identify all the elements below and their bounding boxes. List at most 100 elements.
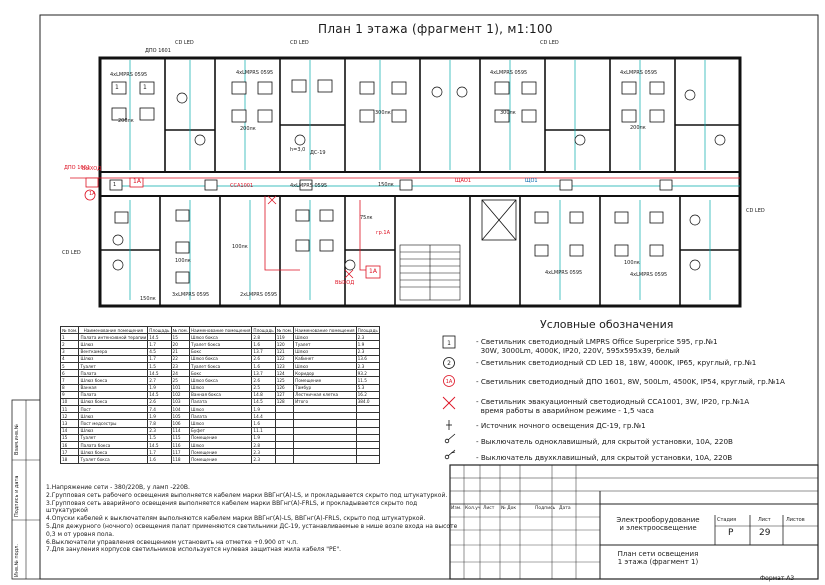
fixture-label: 4хLMPRS 0595 bbox=[110, 72, 148, 78]
lux-label: 75лк bbox=[360, 215, 373, 221]
note-line: 2.Групповая сеть рабочего освещения выпо… bbox=[46, 491, 448, 499]
table-cell: Шлюз бокса bbox=[78, 376, 149, 385]
note-line: 4.Опуски кабелей к выключателям выполняю… bbox=[46, 515, 426, 523]
table-cell: Шлюз бокса bbox=[189, 376, 253, 385]
table-cell: 24 bbox=[170, 369, 191, 378]
table-cell: 13 bbox=[59, 419, 80, 428]
table-cell: 14.5 bbox=[147, 390, 172, 399]
table-cell: 93.2 bbox=[355, 369, 380, 378]
table-cell bbox=[355, 448, 380, 457]
table-cell: Пост bbox=[78, 405, 149, 414]
legend-text: - Светильник эвакуационный светодиодный … bbox=[476, 397, 750, 415]
table-cell: Шлюз bbox=[78, 340, 149, 349]
fixture-label: 2хLMPRS 0595 bbox=[240, 292, 278, 298]
fixture-label: CD LED bbox=[746, 208, 765, 214]
stamp-sheet-number: 29 bbox=[759, 528, 771, 538]
table-cell bbox=[293, 405, 357, 414]
table-cell bbox=[274, 433, 295, 443]
table-cell: 16.2 bbox=[355, 390, 380, 399]
table-cell: Ванная bbox=[78, 383, 149, 392]
fixture-label: CD LED bbox=[540, 40, 559, 46]
fixture-label: 4хLMPRS 0595 bbox=[490, 70, 528, 76]
table-cell: 2.3 bbox=[251, 448, 276, 457]
table-cell: Помещение bbox=[189, 433, 253, 443]
table-cell: 123 bbox=[274, 361, 295, 371]
stamp-format: Формат А3 bbox=[760, 575, 795, 582]
table-cell: 4 bbox=[59, 354, 80, 363]
table-cell bbox=[355, 433, 380, 443]
table-header: Площадь bbox=[251, 325, 276, 335]
table-cell: 17 bbox=[59, 448, 80, 457]
table-cell bbox=[355, 419, 380, 428]
fixture-label: 4хLMPRS 0595 bbox=[545, 270, 583, 276]
table-cell: 25 bbox=[170, 376, 191, 385]
lux-label: 300лк bbox=[375, 110, 391, 116]
table-cell: 127 bbox=[274, 390, 295, 399]
table-cell: Шлюз бокса bbox=[78, 448, 149, 457]
stamp-project: Электрооборудование и электроосвещение bbox=[616, 516, 700, 532]
table-cell: 14.5 bbox=[147, 369, 172, 378]
group-label: 1А bbox=[89, 191, 96, 197]
table-cell: Пост медсестры bbox=[78, 419, 149, 428]
table-cell: 117 bbox=[170, 448, 191, 457]
table-cell: 102 bbox=[170, 390, 191, 399]
fixture-label: 4хLMPRS 0595 bbox=[236, 70, 274, 76]
lux-label: 100лк bbox=[624, 260, 640, 266]
fixture-label: 3хLMPRS 0595 bbox=[172, 292, 210, 298]
table-header: Площадь bbox=[355, 325, 380, 335]
table-cell: 12 bbox=[59, 412, 80, 421]
table-cell: 8 bbox=[59, 383, 80, 392]
table-cell: Кабинет bbox=[293, 354, 357, 363]
table-cell: Палата интенсивной терапии bbox=[78, 333, 149, 342]
table-cell: Шлюз бокса bbox=[78, 397, 149, 407]
table-cell: 118 bbox=[170, 455, 191, 464]
stamp-header-cell: Кол.уч bbox=[465, 506, 481, 511]
table-cell bbox=[274, 440, 295, 450]
legend-text: - Источник ночного освещения ДС-19, гр.№… bbox=[476, 421, 646, 430]
table-cell: Шлюз bbox=[293, 347, 357, 356]
table-cell: 115 bbox=[170, 433, 191, 443]
table-cell: 101 bbox=[170, 383, 191, 392]
table-cell: Бокс bbox=[189, 369, 253, 378]
table-cell: 1.5 bbox=[147, 433, 172, 443]
table-cell: Шлюз bbox=[293, 333, 357, 342]
lux-label: 100лк bbox=[232, 244, 248, 250]
table-cell: 116 bbox=[170, 440, 191, 450]
table-cell: 3 bbox=[59, 347, 80, 356]
general-notes: 1.Напряжение сети - 380/220В, у ламп -22… bbox=[46, 484, 457, 554]
stamp-stage: Р bbox=[728, 528, 734, 538]
group-label: 1А bbox=[133, 178, 141, 185]
table-cell: 22 bbox=[170, 354, 191, 363]
fixture-label: ДС-19 bbox=[310, 150, 326, 156]
table-cell bbox=[274, 426, 295, 435]
table-cell: 11.5 bbox=[355, 376, 380, 385]
table-cell: 1.9 bbox=[147, 383, 172, 392]
table-cell: Шлюз бокса bbox=[189, 333, 253, 342]
table-cell: 1.9 bbox=[147, 412, 172, 421]
stamp-sheet-title: План сети освещения 1 этажа (фрагмент 1) bbox=[617, 550, 699, 566]
table-cell: 2.3 bbox=[355, 333, 380, 342]
table-cell: 1.7 bbox=[147, 448, 172, 457]
side-label: Взам.инв.№ bbox=[14, 424, 20, 455]
table-cell: 1 bbox=[59, 333, 80, 342]
table-cell: Туалет bbox=[293, 340, 357, 349]
table-cell: 106 bbox=[170, 419, 191, 428]
table-cell: 14.5 bbox=[147, 333, 172, 342]
table-cell bbox=[274, 448, 295, 457]
table-cell: 122 bbox=[274, 354, 295, 363]
table-cell bbox=[293, 412, 357, 421]
table-cell: Буфет bbox=[189, 426, 253, 435]
lux-label: 200лк bbox=[240, 126, 256, 132]
table-cell: Палата bbox=[78, 369, 149, 378]
stamp-header-cell: Подпись bbox=[535, 506, 556, 511]
note-line: 1.Напряжение сети - 380/220В, у ламп -22… bbox=[46, 484, 190, 491]
table-cell: 11 bbox=[59, 405, 80, 414]
table-cell: 1.9 bbox=[251, 433, 276, 443]
table-cell: Венткамера bbox=[78, 347, 149, 356]
table-cell bbox=[293, 440, 357, 450]
